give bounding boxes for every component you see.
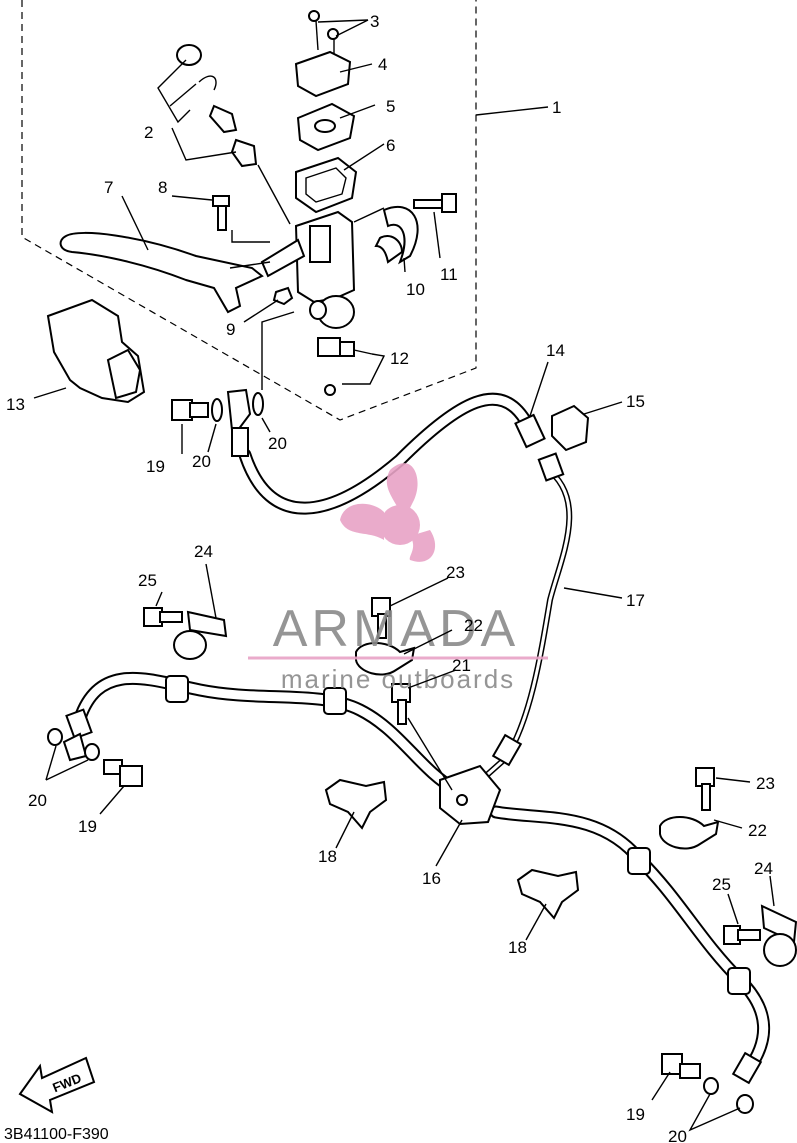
bolt-part-25-a xyxy=(143,607,183,627)
callout-13: 13 xyxy=(6,395,25,414)
upper-brake-hose xyxy=(238,392,532,515)
callout-15: 15 xyxy=(626,392,645,411)
callout-17: 17 xyxy=(626,591,645,610)
assembly-boundary xyxy=(21,0,477,421)
callout-20-a: 20 xyxy=(192,452,211,471)
callout-2: 2 xyxy=(144,123,153,142)
bolt-part-8 xyxy=(212,195,230,231)
callout-24-b: 24 xyxy=(754,859,773,878)
callout-20-d: 20 xyxy=(668,1127,687,1143)
watermark-brand: ARMADA xyxy=(273,600,519,658)
watermark-tagline: marine outboards xyxy=(281,664,515,694)
bolt-part-21 xyxy=(391,683,411,725)
union-bolt-part-19-right xyxy=(661,1053,701,1079)
callout-24-a: 24 xyxy=(194,542,213,561)
brake-hose-joint-part-16 xyxy=(439,764,502,826)
callout-11: 11 xyxy=(440,265,458,284)
piston-kit-part-2 xyxy=(176,44,258,168)
washer-part-20-upper-b xyxy=(252,392,264,416)
bolt-part-23-b xyxy=(695,767,715,811)
callout-19-a: 19 xyxy=(146,457,165,476)
master-cylinder-assembly xyxy=(59,10,457,396)
hose-holder-part-22-b xyxy=(659,816,720,850)
callout-7: 7 xyxy=(104,178,113,197)
bolt-part-23-a xyxy=(371,597,391,639)
callout-6: 6 xyxy=(386,136,395,155)
callout-8: 8 xyxy=(158,178,167,197)
callout-19-b: 19 xyxy=(78,817,97,836)
washer-part-20-right-a xyxy=(703,1077,719,1095)
washer-part-20-upper-a xyxy=(211,398,223,422)
callout-4: 4 xyxy=(378,55,387,74)
callout-20-b: 20 xyxy=(268,434,287,453)
diagram-code: 3B41100-F390 xyxy=(4,1126,109,1143)
union-bolt-part-19-upper xyxy=(171,399,209,421)
callout-21: 21 xyxy=(452,656,471,675)
callout-20-c: 20 xyxy=(28,791,47,810)
union-bolt-part-19-left xyxy=(103,759,143,787)
propeller-logo xyxy=(340,463,436,562)
callout-23-b: 23 xyxy=(756,774,775,793)
hose-guide-part-18-a xyxy=(324,778,388,830)
washer-part-20-right-b xyxy=(736,1094,754,1114)
callout-18-a: 18 xyxy=(318,847,337,866)
hose-guide-part-24-b xyxy=(760,904,797,967)
brake-switch-part-12 xyxy=(317,337,355,396)
callout-1: 1 xyxy=(552,98,561,117)
callout-10: 10 xyxy=(406,280,425,299)
callout-22-a: 22 xyxy=(464,616,483,635)
callout-22-b: 22 xyxy=(748,821,767,840)
callout-23-a: 23 xyxy=(446,563,465,582)
hose-guide-part-18-b xyxy=(516,868,580,920)
brake-lever-part-7 xyxy=(59,231,264,314)
callout-18-b: 18 xyxy=(508,938,527,957)
callout-9: 9 xyxy=(226,320,235,339)
nut-part-9 xyxy=(272,286,294,306)
callout-3: 3 xyxy=(370,12,379,31)
callout-25-a: 25 xyxy=(138,571,157,590)
hose-guide-part-24-a xyxy=(173,610,228,660)
callout-14: 14 xyxy=(546,341,565,360)
callout-labels: 1 2 3 4 5 6 7 8 9 10 11 12 13 14 15 16 1… xyxy=(6,12,775,1143)
callout-25-b: 25 xyxy=(712,875,731,894)
bolt-part-11 xyxy=(413,193,457,213)
callout-19-c: 19 xyxy=(626,1105,645,1124)
clamp-part-10 xyxy=(382,205,419,265)
bolt-part-25-b xyxy=(723,925,761,945)
reservoir-cap-part-4 xyxy=(294,50,352,98)
diaphragm-part-6 xyxy=(295,156,358,214)
leader-lines xyxy=(33,19,775,1132)
hose-clip-part-15 xyxy=(551,404,590,452)
armada-watermark: ARMADA marine outboards xyxy=(248,463,548,694)
forward-arrow-icon: FWD xyxy=(18,1056,96,1114)
washer-part-20-left-a xyxy=(47,728,63,746)
callout-12: 12 xyxy=(390,349,409,368)
washer-part-20-left-b xyxy=(84,743,100,761)
callout-16: 16 xyxy=(422,869,441,888)
callout-5: 5 xyxy=(386,97,395,116)
